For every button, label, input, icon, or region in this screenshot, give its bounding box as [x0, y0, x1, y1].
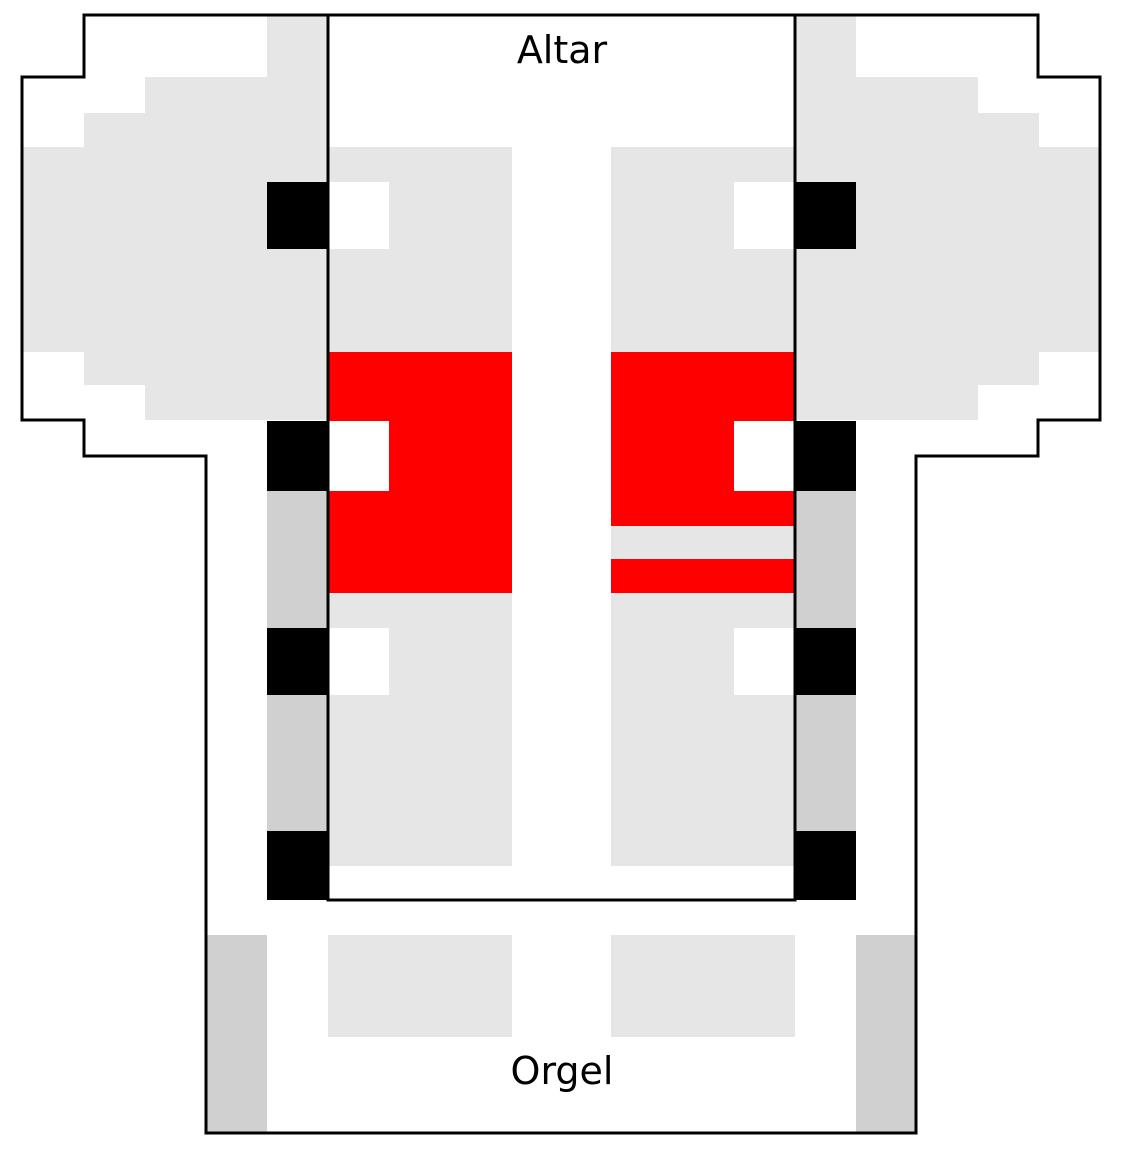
pillar	[794, 628, 856, 695]
pillar	[267, 831, 329, 900]
reserved-section-right-lower[interactable]	[611, 559, 795, 593]
side-aisle-areas	[206, 491, 916, 1133]
altar-label: Altar	[517, 28, 608, 72]
organ-block-right[interactable]	[611, 935, 795, 1037]
pillar	[267, 421, 329, 491]
church-outline	[20, 13, 1102, 1135]
organ-label: Orgel	[511, 1049, 614, 1093]
pillar	[267, 182, 329, 249]
pillar	[794, 421, 856, 491]
pillar-gaps	[328, 182, 795, 695]
pillars	[267, 182, 856, 900]
organ-block-left[interactable]	[328, 935, 512, 1037]
transept-right-area	[795, 15, 1101, 420]
pillar	[794, 182, 856, 249]
pillar	[267, 628, 329, 695]
transept-left-area	[22, 15, 328, 420]
pillar	[794, 831, 856, 900]
